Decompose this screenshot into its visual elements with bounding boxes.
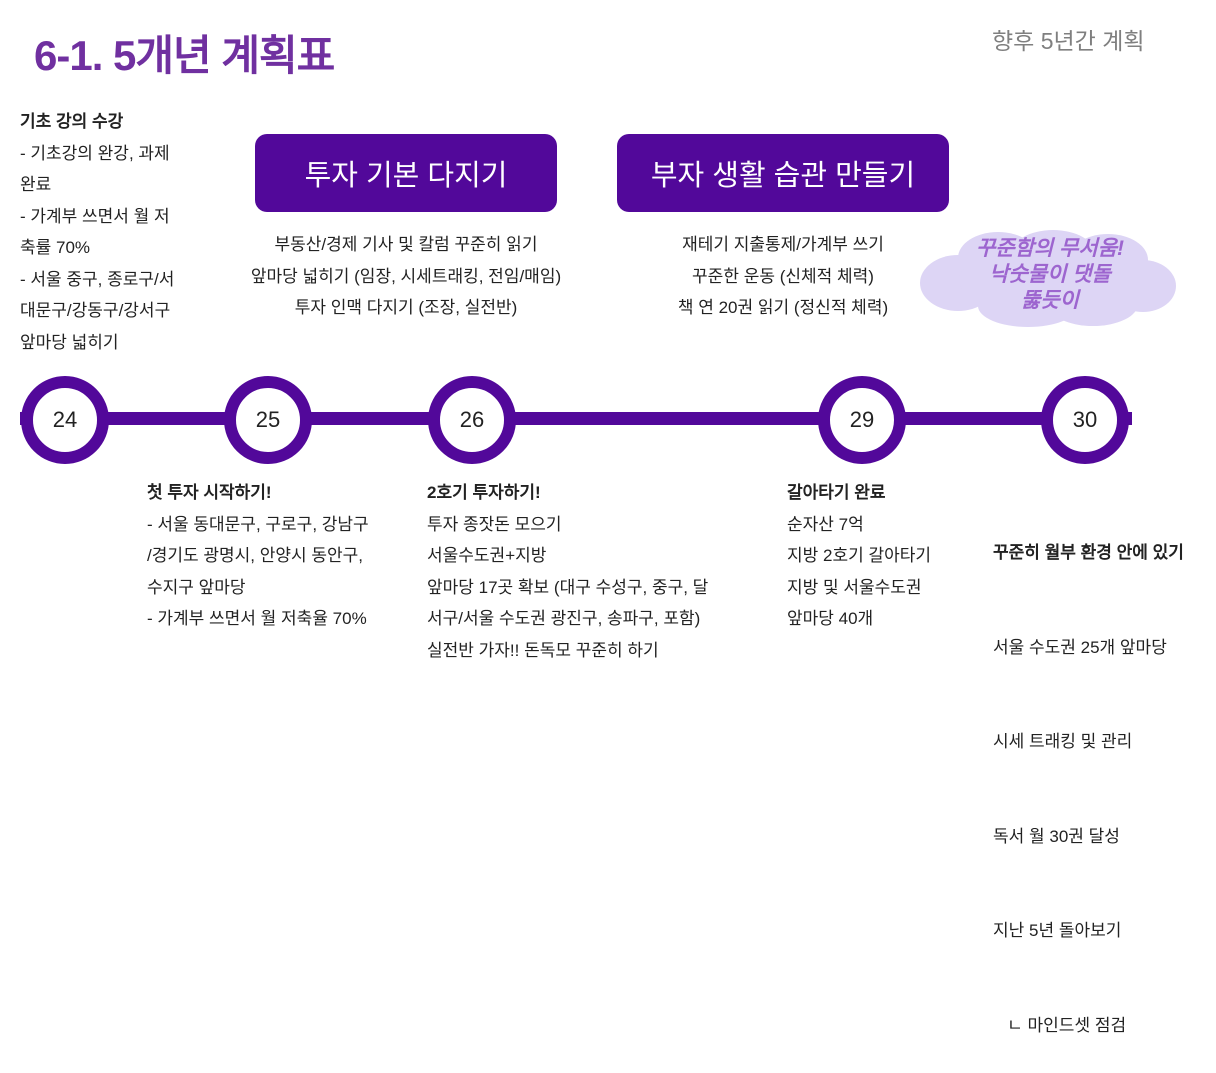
- milestone-line: 독서 월 30권 달성: [993, 826, 1120, 846]
- left-notes-line: - 서울 중구, 종로구/서: [20, 269, 175, 289]
- timeline-node-30: 30: [1041, 376, 1129, 464]
- milestone-line: 투자 종잣돈 모으기: [427, 514, 562, 534]
- left-notes-line: 대문구/강동구/강서구: [20, 301, 171, 320]
- cloud-text-line: 낙숫물이 댓돌: [989, 263, 1111, 286]
- timeline-line: [20, 412, 1132, 425]
- milestone-line: 서구/서울 수도권 광진구, 송파구, 포함): [427, 609, 701, 628]
- cloud-text-line: 뚫듯이: [1021, 289, 1079, 312]
- left-notes-line: 축률 70%: [20, 238, 91, 257]
- theme-box-rich-habits: 부자 생활 습관 만들기: [617, 134, 949, 212]
- left-notes: 기초 강의 수강 - 기초강의 완강, 과제 완료 - 가계부 쓰면서 월 저 …: [20, 106, 174, 358]
- left-notes-line: 앞마당 넓히기: [20, 332, 119, 352]
- cloud-text: 꾸준함의 무서움! 낙숫물이 댓돌 뚫듯이: [930, 236, 1170, 314]
- milestone-line: /경기도 광명시, 안양시 동안구,: [147, 546, 364, 565]
- milestone-26: 2호기 투자하기! 투자 종잣돈 모으기 서울수도권+지방 앞마당 17곳 확보…: [427, 477, 708, 666]
- cloud-text-line: 꾸준함의 무서움!: [975, 237, 1125, 260]
- theme-detail-line: 부동산/경제 기사 및 칼럼 꾸준히 읽기: [274, 235, 538, 254]
- milestone-line: 지방 및 서울수도권: [787, 577, 922, 597]
- milestone-heading: 2호기 투자하기!: [427, 483, 541, 502]
- left-notes-line: - 가계부 쓰면서 월 저: [20, 206, 170, 226]
- milestone-heading: 첫 투자 시작하기!: [147, 483, 272, 502]
- left-notes-line: 완료: [20, 175, 52, 194]
- milestone-heading: 갈아타기 완료: [787, 483, 886, 502]
- page-title: 6-1. 5개년 계획표: [34, 32, 335, 79]
- cloud-shape: [920, 230, 1176, 327]
- milestone-25: 첫 투자 시작하기! - 서울 동대문구, 구로구, 강남구 /경기도 광명시,…: [147, 477, 369, 635]
- theme-details-investment-basics: 부동산/경제 기사 및 칼럼 꾸준히 읽기 앞마당 넓히기 (임장, 시세트래킹…: [226, 229, 586, 324]
- milestone-line: 서울 수도권 25개 앞마당: [993, 637, 1167, 657]
- theme-detail-line: 꾸준한 운동 (신체적 체력): [692, 266, 874, 286]
- theme-details-rich-habits: 재테기 지출통제/가계부 쓰기 꾸준한 운동 (신체적 체력) 책 연 20권 …: [603, 229, 963, 324]
- milestone-line: ㄴ 마인드셋 점검: [993, 1015, 1127, 1035]
- left-notes-heading: 기초 강의 수강: [20, 112, 124, 131]
- theme-detail-line: 재테기 지출통제/가계부 쓰기: [682, 235, 884, 254]
- timeline-node-24: 24: [21, 376, 109, 464]
- milestone-line: 지방 2호기 갈아타기: [787, 546, 932, 565]
- milestone-line: 실전반 가자!! 돈독모 꾸준히 하기: [427, 640, 659, 660]
- milestone-29: 갈아타기 완료 순자산 7억 지방 2호기 갈아타기 지방 및 서울수도권 앞마…: [787, 477, 931, 635]
- theme-detail-line: 투자 인맥 다지기 (조장, 실전반): [294, 298, 518, 317]
- milestone-line: 수지구 앞마당: [147, 577, 246, 597]
- timeline-node-25: 25: [224, 376, 312, 464]
- left-notes-line: - 기초강의 완강, 과제: [20, 143, 170, 163]
- milestone-line: - 가계부 쓰면서 월 저축율 70%: [147, 609, 367, 628]
- timeline-node-26: 26: [428, 376, 516, 464]
- milestone-line: 지난 5년 돌아보기: [993, 921, 1122, 940]
- milestone-line: - 서울 동대문구, 구로구, 강남구: [147, 514, 369, 534]
- theme-detail-line: 책 연 20권 읽기 (정신적 체력): [677, 298, 889, 317]
- milestone-line: 시세 트래킹 및 관리: [993, 732, 1133, 751]
- milestone-line: 서울수도권+지방: [427, 546, 547, 565]
- page-subtitle: 향후 5년간 계획: [992, 28, 1145, 54]
- theme-detail-line: 앞마당 넓히기 (임장, 시세트래킹, 전임/매임): [250, 266, 562, 286]
- theme-box-investment-basics: 투자 기본 다지기: [255, 134, 557, 212]
- milestone-line: 앞마당 40개: [787, 609, 874, 628]
- timeline-node-29: 29: [818, 376, 906, 464]
- milestone-line: 앞마당 17곳 확보 (대구 수성구, 중구, 달: [427, 577, 709, 597]
- milestone-heading: 꾸준히 월부 환경 안에 있기: [993, 543, 1184, 562]
- milestone-line: 순자산 7억: [787, 514, 864, 534]
- milestone-30: 꾸준히 월부 환경 안에 있기 서울 수도권 25개 앞마당 시세 트래킹 및 …: [993, 474, 1184, 1073]
